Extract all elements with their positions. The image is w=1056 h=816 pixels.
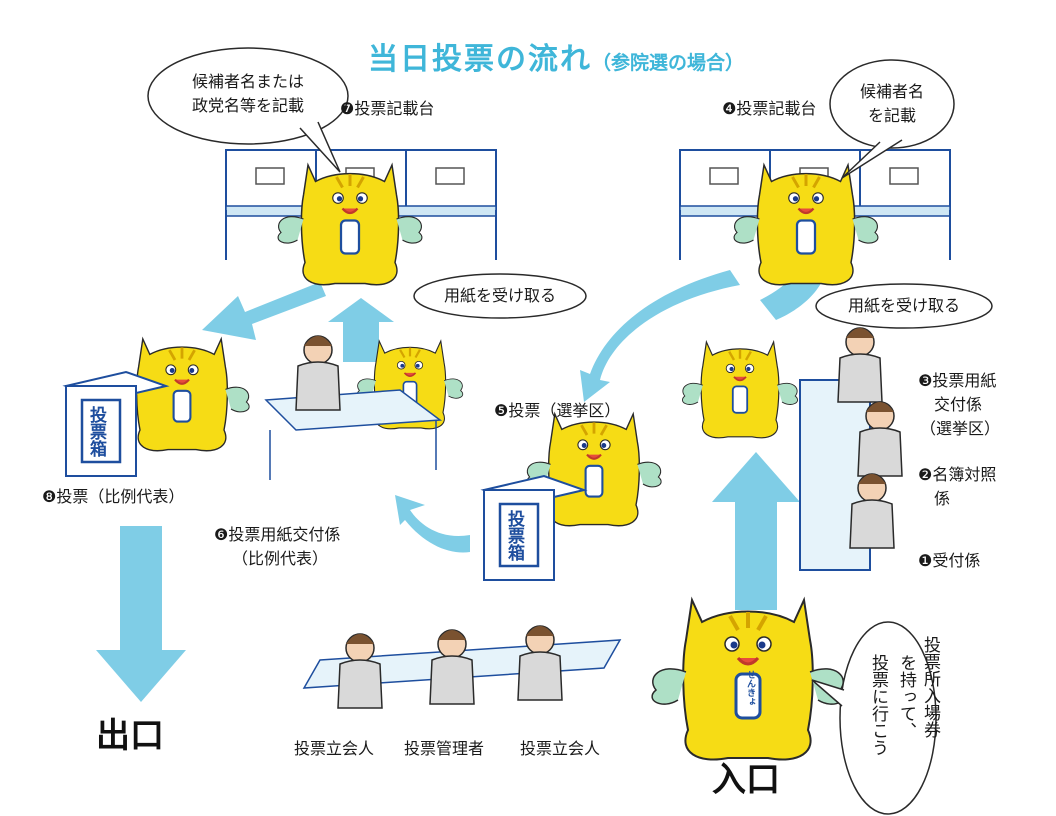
speech-bubble-receive-left: 用紙を受け取る — [443, 286, 556, 305]
exit-label: 出口 — [96, 716, 164, 756]
step-3-label-c: （選挙区） — [920, 419, 1001, 438]
staff-label-right: 投票立会人 — [520, 739, 601, 758]
step-2-label-b: 係 — [934, 489, 951, 508]
speech-bubble-step7: 候補者名または 政党名等を記載 — [158, 70, 338, 118]
bubble-7-line1: 候補者名または — [191, 72, 304, 91]
bubble-7-line2: 政党名等を記載 — [191, 96, 304, 115]
step-7-label: ❼投票記載台 — [340, 99, 435, 118]
ballot-box-label-left: 投票箱 — [86, 406, 106, 457]
staff-label-mid: 投票管理者 — [404, 739, 485, 758]
staff-label-left: 投票立会人 — [294, 739, 375, 758]
step-4-label: ❹投票記載台 — [722, 99, 817, 118]
title-main: 当日投票の流れ — [368, 42, 592, 77]
step-6-label-a: ❻投票用紙交付係 — [214, 525, 341, 544]
speech-bubble-receive-right: 用紙を受け取る — [847, 296, 960, 315]
step-1-label: ❶受付係 — [918, 551, 981, 570]
step-6-label-b: （比例代表） — [232, 549, 329, 568]
step-5-label: ❺投票（選挙区） — [494, 401, 621, 420]
step-3-label-b: 交付係 — [934, 395, 983, 414]
entrance-label: 入口 — [712, 760, 780, 800]
speech-bubble-step4: 候補者名 を記載 — [840, 80, 944, 128]
step-3-label-a: ❸投票用紙 — [918, 371, 997, 390]
bubble-4-line1: 候補者名 — [859, 82, 924, 101]
mascot-badge: せんきょ — [745, 670, 755, 706]
page-title: 当日投票の流れ（参院選の場合） — [368, 34, 744, 78]
step-8-label: ❽投票（比例代表） — [42, 487, 185, 506]
title-sub: （参院選の場合） — [592, 52, 745, 74]
step-2-label-a: ❷名簿対照 — [918, 465, 997, 484]
bubble-4-line2: を記載 — [867, 106, 916, 125]
entrance-bubble-line2: を持って、 — [896, 654, 916, 739]
ballot-box-label-right: 投票箱 — [504, 510, 524, 561]
entrance-bubble-line3: 投票に行こう — [868, 654, 888, 756]
entrance-bubble-line1: 投票所入場券 — [920, 636, 940, 738]
